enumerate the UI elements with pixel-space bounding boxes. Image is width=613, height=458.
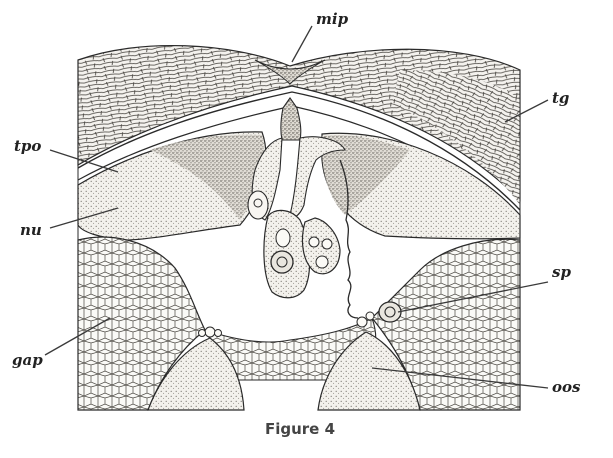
label-nu: nu	[20, 221, 42, 239]
leader-nu	[49, 207, 119, 229]
label-oos: oos	[552, 378, 581, 396]
sperm-cell-upper	[247, 190, 269, 220]
integument-right-tissue	[392, 70, 520, 205]
label-gap: gap	[12, 351, 43, 369]
vegetative-nucleus-top	[275, 228, 291, 248]
oosphere-left	[147, 337, 245, 411]
leader-sp	[397, 281, 549, 313]
leader-tg	[504, 99, 549, 123]
leader-tpo	[49, 149, 119, 173]
label-sp: sp	[552, 263, 571, 281]
leader-mip	[291, 25, 313, 63]
pollen-tube-stalk	[280, 97, 302, 141]
leader-gap	[44, 317, 111, 356]
neck-cell-left	[204, 326, 216, 338]
oosphere-right	[317, 331, 421, 411]
pollen-tube-right-arm	[289, 136, 346, 218]
inner-band	[77, 91, 521, 211]
figure-caption: Figure 4	[265, 420, 335, 438]
micropyle-region	[254, 59, 326, 85]
vegetative-nucleus-bottom	[270, 250, 294, 274]
label-mip: mip	[316, 10, 349, 28]
nucellus-right-dense	[322, 134, 410, 215]
nucellus-left-dense	[150, 134, 264, 220]
pollen-tube-thread	[339, 159, 359, 319]
leader-oos	[371, 367, 549, 389]
neck-cell-right	[356, 316, 368, 328]
sperm-cell-archegonium	[378, 301, 402, 323]
sperm-nucleus-upper	[253, 198, 263, 208]
label-tg: tg	[552, 89, 569, 107]
label-tpo: tpo	[14, 137, 41, 155]
synergid-right	[301, 217, 341, 275]
